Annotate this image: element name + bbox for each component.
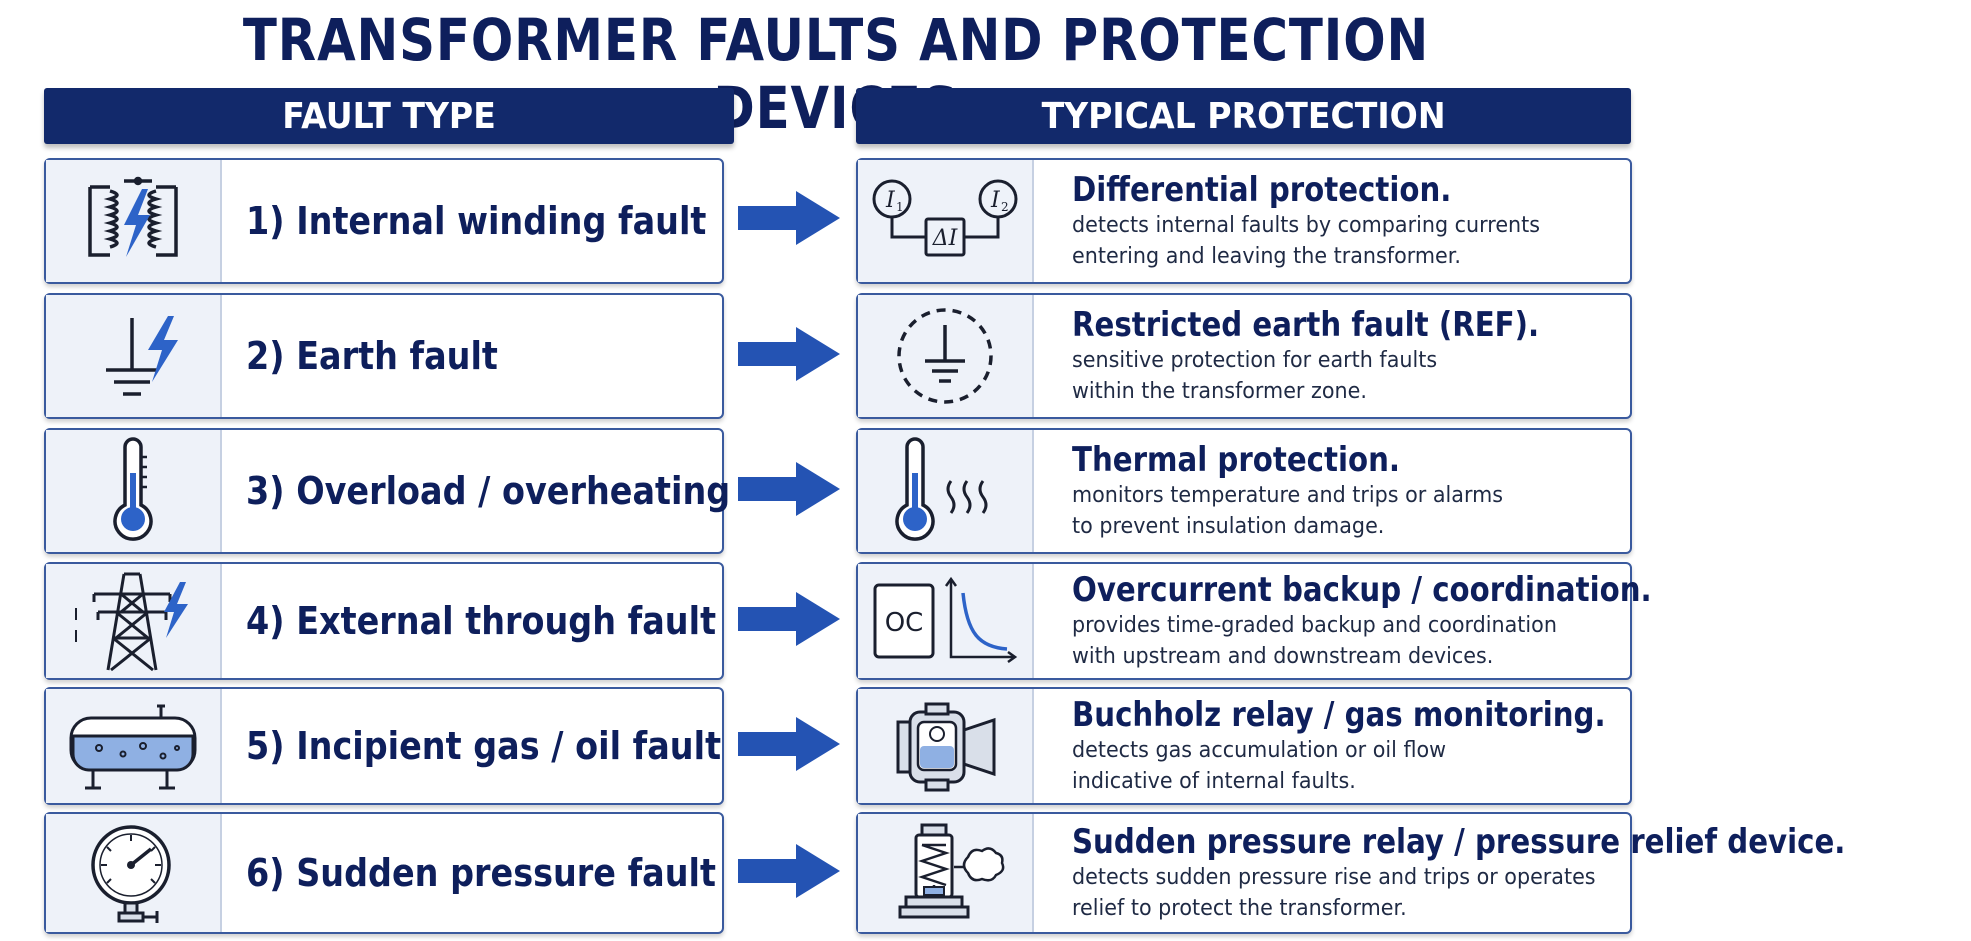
protection-desc-4b: with upstream and downstream devices. — [1072, 644, 1494, 669]
arrow-right-icon — [738, 844, 840, 898]
transmission-tower-icon — [46, 564, 222, 678]
protection-desc-4a: provides time-graded backup and coordina… — [1072, 613, 1557, 638]
i1-subscript: 1 — [896, 200, 904, 214]
pressure-gauge-icon — [46, 814, 222, 932]
restricted-earth-zone-icon — [858, 295, 1034, 417]
typical-protection-header: TYPICAL PROTECTION — [856, 88, 1631, 144]
overcurrent-curve-icon: OC — [858, 564, 1034, 678]
arrow-right-icon — [738, 327, 840, 381]
protection-title-1: Differential protection. — [1072, 170, 1452, 210]
thermometer-heat-icon — [858, 430, 1034, 552]
fault-label-6: 6) Sudden pressure fault — [246, 851, 716, 895]
fault-card-5: 5) Incipient gas / oil fault — [44, 687, 724, 805]
protection-card-3: Thermal protection. monitors temperature… — [856, 428, 1632, 554]
arrow-right-icon — [738, 462, 840, 516]
protection-desc-3a: monitors temperature and trips or alarms — [1072, 483, 1504, 508]
protection-title-4: Overcurrent backup / coordination. — [1072, 570, 1652, 610]
buchholz-relay-icon — [858, 689, 1034, 803]
transformer-winding-fault-icon — [46, 160, 222, 282]
protection-card-5: Buchholz relay / gas monitoring. detects… — [856, 687, 1632, 805]
fault-label-5: 5) Incipient gas / oil fault — [246, 724, 722, 768]
fault-card-3: 3) Overload / overheating — [44, 428, 730, 554]
protection-desc-1a: detects internal faults by comparing cur… — [1072, 213, 1541, 238]
protection-title-3: Thermal protection. — [1072, 440, 1401, 480]
fault-label-4: 4) External through fault — [246, 599, 717, 643]
fault-card-4: 4) External through fault — [44, 562, 724, 680]
fault-label-3: 3) Overload / overheating — [246, 469, 731, 513]
thermometer-icon — [46, 430, 222, 552]
fault-type-header-label: FAULT TYPE — [282, 95, 496, 137]
protection-title-2: Restricted earth fault (REF). — [1072, 305, 1540, 345]
delta-i-label: ΔI — [932, 226, 959, 251]
protection-desc-1b: entering and leaving the transformer. — [1072, 244, 1461, 269]
arrow-right-icon — [738, 191, 840, 245]
earth-fault-icon — [46, 295, 222, 417]
protection-desc-6a: detects sudden pressure rise and trips o… — [1072, 865, 1596, 890]
i2-label: I — [990, 188, 1001, 213]
protection-title-6: Sudden pressure relay / pressure relief … — [1072, 822, 1846, 862]
protection-desc-3b: to prevent insulation damage. — [1072, 514, 1385, 539]
protection-desc-5a: detects gas accumulation or oil flow — [1072, 738, 1447, 763]
protection-card-6: Sudden pressure relay / pressure relief … — [856, 812, 1845, 934]
pressure-relief-valve-icon — [858, 814, 1034, 932]
protection-desc-5b: indicative of internal faults. — [1072, 769, 1356, 794]
fault-type-header: FAULT TYPE — [44, 88, 734, 144]
fault-label-1: 1) Internal winding fault — [246, 199, 707, 243]
protection-title-5: Buchholz relay / gas monitoring. — [1072, 695, 1606, 735]
protection-card-4: OC Overcurrent backup / coordination. pr… — [856, 562, 1652, 680]
i2-subscript: 2 — [1001, 200, 1009, 214]
protection-desc-2b: within the transformer zone. — [1072, 379, 1367, 404]
protection-card-2: Restricted earth fault (REF). sensitive … — [856, 293, 1632, 419]
fault-card-6: 6) Sudden pressure fault — [44, 812, 724, 934]
protection-card-1: I 1 I 2 ΔI Differential protection. dete… — [856, 158, 1632, 284]
i1-label: I — [885, 188, 896, 213]
differential-current-icon: I 1 I 2 ΔI — [858, 160, 1034, 282]
protection-desc-6b: relief to protect the transformer. — [1072, 896, 1407, 921]
fault-card-2: 2) Earth fault — [44, 293, 724, 419]
arrow-right-icon — [738, 592, 840, 646]
typical-protection-header-label: TYPICAL PROTECTION — [1041, 95, 1446, 137]
fault-label-2: 2) Earth fault — [246, 334, 498, 378]
oc-label: OC — [885, 608, 924, 638]
protection-desc-2a: sensitive protection for earth faults — [1072, 348, 1438, 373]
oil-tank-icon — [46, 689, 222, 803]
arrow-right-icon — [738, 717, 840, 771]
fault-card-1: 1) Internal winding fault — [44, 158, 724, 284]
